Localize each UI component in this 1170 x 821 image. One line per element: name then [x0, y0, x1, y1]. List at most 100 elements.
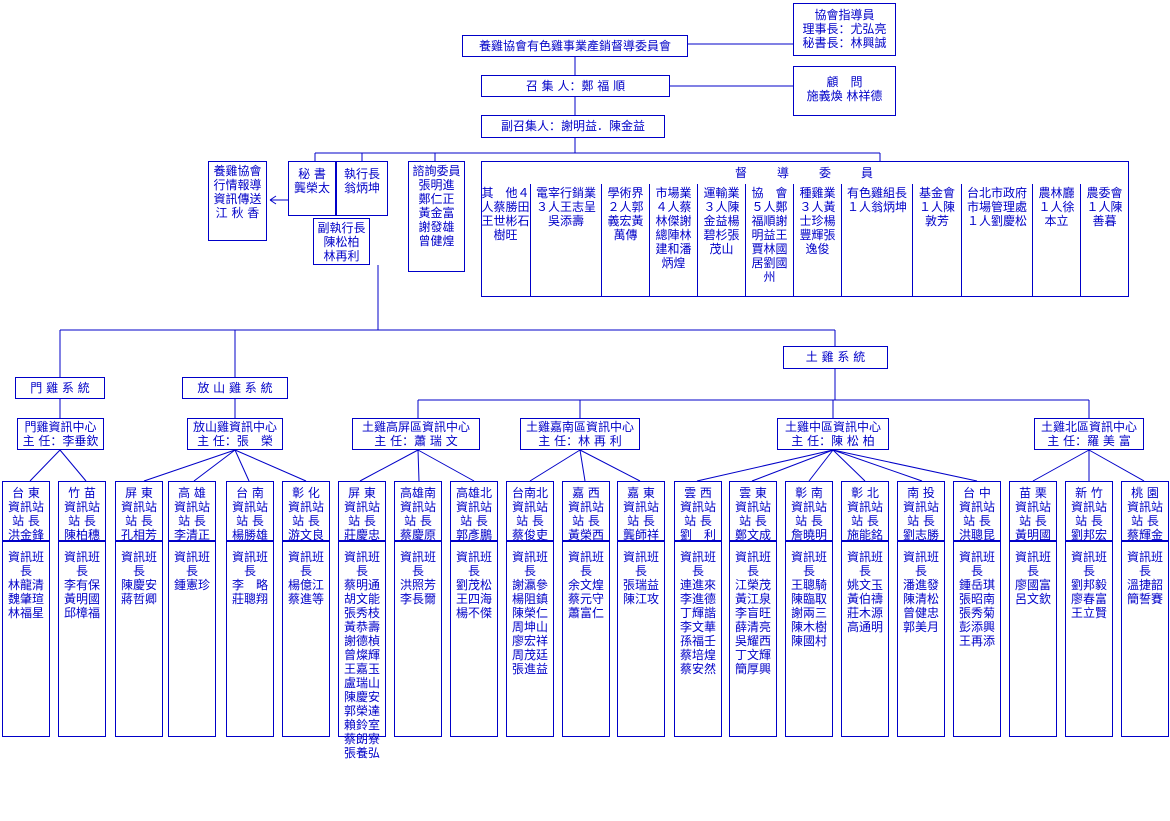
station-member: 張養弘 — [343, 746, 380, 760]
committee-line: 翁炳坤 — [871, 200, 908, 214]
station-member: 黃江泉 — [734, 592, 771, 606]
consult-title: 諮詢委員 — [412, 164, 461, 178]
info-center-box: 土雞北區資訊中心主 任：羅 美 富 — [1034, 418, 1144, 450]
station-member: 蕭富仁 — [567, 606, 604, 620]
station-header-line: 站 長 — [460, 514, 488, 528]
station-member: 曾燦輝 — [343, 648, 380, 662]
committee-column: 運輸業３人陳金益楊碧杉張茂山 — [697, 184, 745, 297]
station-header-line: 台 南 — [236, 486, 264, 500]
system-game-chicken: 門 雞 系 統 — [15, 377, 105, 399]
info-center-line: 放山雞資訊中心 — [192, 420, 277, 434]
station-member: 張進益 — [511, 662, 548, 676]
station-member: 丁輝諧 — [679, 606, 716, 620]
station-members-box: 資訊班長洪照芳李長爾 — [394, 541, 442, 737]
station-header-line: 資訊站 — [1126, 500, 1163, 514]
station-header-box: 彰 化資訊站站 長游文良 — [282, 481, 330, 542]
station-member: 曾健忠 — [902, 606, 939, 620]
station-member: 薛清亮 — [734, 620, 771, 634]
committee-line: １人 — [966, 214, 991, 228]
station-member: 郭榮達 — [343, 704, 380, 718]
committee-column: 有色雞組長１人翁炳坤 — [841, 184, 912, 297]
committee-line: 張茂山 — [709, 228, 740, 256]
station-header-line: 台 東 — [12, 486, 40, 500]
station-member: 姚文玉 — [846, 578, 883, 592]
advisor-chairman: 理事長：尤弘亮 — [802, 22, 887, 36]
station-members-box: 資訊班長連進來李進德丁輝諧李文華孫福壬蔡培煌蔡安然 — [674, 541, 722, 737]
committee-line: 市場業 — [655, 186, 692, 200]
station-member: 陳臨取 — [790, 592, 827, 606]
station-member: 蔡明通 — [343, 578, 380, 592]
station-header-line: 資訊站 — [734, 500, 771, 514]
station-header-line: 站 長 — [1075, 514, 1103, 528]
committee-line: １人 — [846, 200, 871, 214]
station-header-line: 黃榮西 — [567, 528, 604, 542]
station-member: 王嘉玉 — [343, 662, 380, 676]
info-center-line: 主 任：陳 松 柏 — [791, 434, 875, 448]
station-header-line: 站 長 — [1131, 514, 1159, 528]
assoc-line: 行情報導 — [213, 178, 262, 192]
station-member: 江榮茂 — [734, 578, 771, 592]
station-header-line: 陳柏穗 — [63, 528, 100, 542]
station-member: 胡文能 — [343, 592, 380, 606]
committee-line: 石樹旺 — [493, 214, 530, 242]
station-header-box: 屏 東資訊站站 長孔相芳 — [115, 481, 163, 542]
committee-line: 謝明益 — [751, 214, 788, 242]
station-header-line: 劉志勝 — [902, 528, 939, 542]
station-member: 周坤山 — [511, 620, 548, 634]
committee-line: 有色雞組長 — [846, 186, 907, 200]
station-header-line: 雲 東 — [739, 486, 767, 500]
committee-line: 王志呈 — [560, 200, 597, 214]
station-member: 連進來 — [679, 578, 716, 592]
station-header-line: 南 投 — [907, 486, 935, 500]
station-member: 呂文欽 — [1014, 592, 1051, 606]
station-header-line: 站 長 — [851, 514, 879, 528]
committee-column: 台北市政府市場管理處１人劉慶松 — [961, 184, 1032, 297]
committee-line: 其 他 — [481, 186, 518, 200]
station-member: 林福星 — [7, 606, 44, 620]
committee-column: 電宰行銷業３人王志呈吳添壽 — [530, 184, 601, 297]
station-member: 莊聰翔 — [231, 592, 268, 606]
exec-title: 執行長 — [343, 167, 380, 181]
station-member: 丁文輝 — [734, 648, 771, 662]
station-header-box: 高雄北資訊站站 長郭彥鵬 — [450, 481, 498, 542]
committee-line: 謝總陣 — [655, 214, 692, 242]
committee-line: 農委會 — [1086, 186, 1123, 200]
station-header-line: 站 長 — [739, 514, 767, 528]
station-member: 蔡培煌 — [679, 648, 716, 662]
info-center-line: 土雞北區資訊中心 — [1040, 420, 1137, 434]
station-member-title: 資訊班長 — [679, 550, 716, 578]
station-header-line: 雲 西 — [684, 486, 712, 500]
station-member: 賴鈴室 — [343, 718, 380, 732]
committee-column: 其 他４人蔡勝田王世彬石樹旺 — [481, 184, 530, 297]
station-member: 簡厚興 — [734, 662, 771, 676]
station-header-line: 鄭文成 — [734, 528, 771, 542]
station-header-line: 站 長 — [348, 514, 376, 528]
station-member: 邱樟福 — [63, 606, 100, 620]
station-member: 王再添 — [958, 634, 995, 648]
station-member: 張秀枝 — [343, 606, 380, 620]
station-member: 陳清松 — [902, 592, 939, 606]
station-header-line: 高雄南 — [399, 486, 436, 500]
committee-line: 蔡勝田 — [493, 200, 530, 214]
station-header-line: 站 長 — [795, 514, 823, 528]
info-center-line: 主 任：林 再 利 — [538, 434, 622, 448]
station-header-line: 洪金鋒 — [7, 528, 44, 542]
station-member: 林龍清 — [7, 578, 44, 592]
convener-box: 召 集 人：鄭 福 順 — [481, 75, 670, 97]
station-header-line: 資訊站 — [399, 500, 436, 514]
committee-line: ４人 — [655, 200, 680, 214]
committee-line: 市場管理處 — [966, 200, 1027, 214]
station-member-title: 資訊班長 — [511, 550, 548, 578]
station-header-line: 資訊站 — [7, 500, 44, 514]
station-header-line: 站 長 — [125, 514, 153, 528]
consult-name: 張明進 — [418, 178, 455, 192]
station-member: 莊木源 — [846, 606, 883, 620]
station-header-line: 資訊站 — [287, 500, 324, 514]
station-header-line: 資訊站 — [343, 500, 380, 514]
station-member: 李盲旺 — [734, 606, 771, 620]
station-member: 黃恭壽 — [343, 620, 380, 634]
station-member-title: 資訊班長 — [7, 550, 44, 578]
station-member-title: 資訊班長 — [63, 550, 100, 578]
station-header-line: 彰 北 — [851, 486, 879, 500]
committee-line: 楊豐輝 — [799, 214, 836, 242]
